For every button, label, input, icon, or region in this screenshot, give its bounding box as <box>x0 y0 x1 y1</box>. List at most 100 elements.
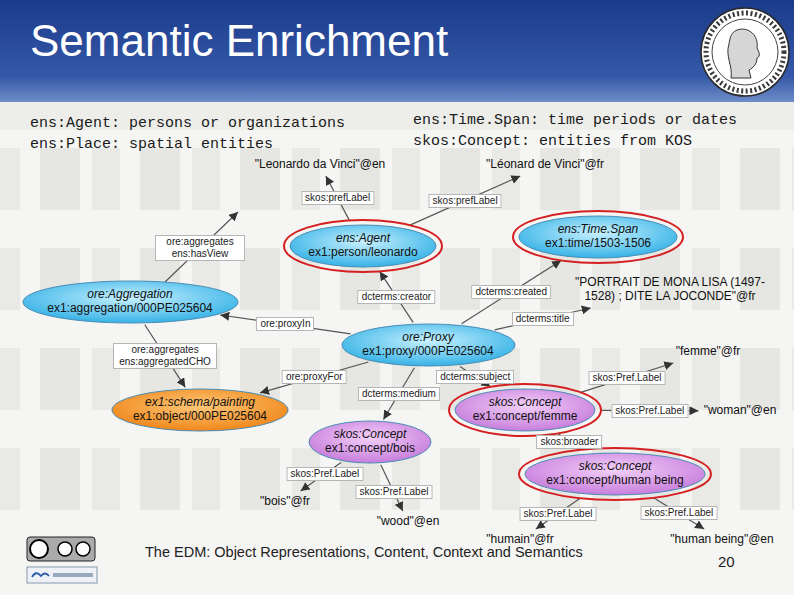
node-text: ex1:concept/bois <box>325 442 415 456</box>
literal-node: "woman"@en <box>702 403 779 419</box>
openoffice-badge <box>27 567 97 583</box>
ellipse-fill <box>519 216 677 258</box>
node-text: "PORTRAIT DE MONA LISA (1497-1528) ; DIT… <box>575 276 765 304</box>
resource-ellipse: skos:Conceptex1:concept/bois <box>308 420 432 464</box>
by-circle <box>58 542 72 556</box>
node-text: "femme"@fr <box>676 345 741 359</box>
node-text-group: "human being"@en <box>668 532 776 548</box>
ellipse-fill <box>23 281 238 323</box>
node-text: "Leonardo da Vinci"@en <box>255 158 386 172</box>
node-text-group: "bois"@fr <box>258 494 313 510</box>
resource-ellipse: skos:Conceptex1:concept/human being <box>524 452 706 496</box>
resource-ellipse: ore:Proxyex1:proxy/000PE025604 <box>341 323 516 367</box>
openoffice-wordmark <box>53 573 93 577</box>
literal-node: "femme"@fr <box>674 344 743 360</box>
cc-badge <box>27 537 95 561</box>
node-text-group: "wood"@en <box>375 514 442 530</box>
resource-ellipse: ore:Aggregationex1:aggregation/000PE0256… <box>22 280 239 324</box>
resource-ellipse: ens:Agentex1:person/leonardo <box>289 224 437 268</box>
highlight-ring <box>513 211 683 263</box>
openoffice-frame <box>27 567 97 583</box>
ellipse-fill <box>290 225 436 267</box>
literal-node: "PORTRAIT DE MONA LISA (1497-1528) ; DIT… <box>573 275 767 305</box>
node-text: ex1:time/1503-1506 <box>545 237 651 251</box>
node-text: ex1:schema/painting <box>145 396 255 410</box>
connector <box>410 176 520 225</box>
node-text-group: "femme"@fr <box>674 344 743 360</box>
node-text-group: "woman"@en <box>702 403 779 419</box>
node-text: ex1:proxy/000PE025604 <box>362 345 493 359</box>
node-text-group: ore:Proxyex1:proxy/000PE025604 <box>341 323 516 367</box>
node-text-group: ore:Aggregationex1:aggregation/000PE0256… <box>22 280 239 324</box>
literal-node: "humain"@fr <box>484 532 556 548</box>
node-text-group: skos:Conceptex1:concept/femme <box>454 388 596 432</box>
literal-node: "Leonardo da Vinci"@en <box>253 157 388 173</box>
arrow-label: ore:aggregates ens:hasView <box>155 235 245 261</box>
seal-inner <box>712 19 778 85</box>
node-text: ex1:concept/femme <box>473 410 578 424</box>
edge-label: dcterms:medium <box>358 387 440 401</box>
seal-rim <box>701 8 789 96</box>
node-text-group: skos:Conceptex1:concept/human being <box>524 452 706 496</box>
node-text: ens:Agent <box>336 232 390 246</box>
cc-circle <box>30 540 48 558</box>
edge-label: ore:proxyFor <box>282 370 347 384</box>
node-text: "wood"@en <box>377 515 440 529</box>
edge-label: skos:Pref.Label <box>611 404 688 418</box>
seal-lettering <box>706 13 784 91</box>
cc-badge-frame <box>27 537 95 561</box>
node-text-group: ens:Agentex1:person/leonardo <box>289 224 437 268</box>
edge-label: skos:Pref.Label <box>286 467 363 481</box>
page-number: 20 <box>718 553 735 570</box>
building-windows <box>0 130 794 535</box>
slide-title: Semantic Enrichment <box>30 16 448 66</box>
node-text: ex1:person/leonardo <box>308 246 417 260</box>
edge-label: ore:aggregates ens:aggregatedCHO <box>113 343 217 369</box>
header-note: ens:Place: spatial entities <box>30 136 273 154</box>
footer-caption: The EDM: Object Representations, Content… <box>145 544 583 560</box>
university-seal <box>701 8 789 96</box>
literal-node: "human being"@en <box>668 532 776 548</box>
node-text: "humain"@fr <box>486 533 553 547</box>
node-text: skos:Concept <box>579 460 652 474</box>
header-note: ens:Agent: persons or organizations <box>30 115 345 133</box>
ellipse-fill <box>309 421 431 463</box>
node-text: ex1:aggregation/000PE025604 <box>47 302 212 316</box>
node-text-group: skos:Conceptex1:concept/bois <box>308 420 432 464</box>
node-text: "bois"@fr <box>260 495 310 509</box>
literal-node: "bois"@fr <box>258 494 313 510</box>
node-text-group: ens:Time.Spanex1:time/1503-1506 <box>518 215 678 259</box>
header-note: skos:Concept: entities from KOS <box>413 133 692 151</box>
node-text: "Léonard de Vinci"@fr <box>486 158 604 172</box>
node-text-group: "PORTRAIT DE MONA LISA (1497-1528) ; DIT… <box>573 275 767 305</box>
edge-label: skos:Pref.Label <box>520 507 597 521</box>
connector-group <box>145 176 704 529</box>
title-bar <box>0 0 794 102</box>
edge-label: skos:Pref.Label <box>589 371 666 385</box>
node-text: "human being"@en <box>670 533 773 547</box>
edge-label: skos:broader <box>536 435 602 449</box>
edge-label: dcterms:creator <box>358 290 435 304</box>
highlight-ring <box>449 384 601 436</box>
node-text: skos:Concept <box>489 396 562 410</box>
node-text-group: "Leonardo da Vinci"@en <box>253 157 388 173</box>
node-text: ore:Aggregation <box>87 288 172 302</box>
connector <box>495 308 591 330</box>
edge-label: skos:prefLabel <box>301 191 374 205</box>
connector <box>260 362 368 393</box>
literal-node: "Léonard de Vinci"@fr <box>484 157 606 173</box>
openoffice-gulls <box>32 573 49 577</box>
resource-ellipse: skos:Conceptex1:concept/femme <box>454 388 596 432</box>
node-text-group: ex1:schema/paintingex1:object/000PE02560… <box>111 388 289 432</box>
highlight-ring <box>519 448 711 500</box>
edge-label: ore:proxyIn <box>256 317 314 331</box>
ellipse-fill <box>112 389 288 431</box>
edge-label: dcterms:created <box>471 285 551 299</box>
node-text-group: "Léonard de Vinci"@fr <box>484 157 606 173</box>
resource-ellipse: ens:Time.Spanex1:time/1503-1506 <box>518 215 678 259</box>
edge-label: skos:Pref.Label <box>640 506 717 520</box>
resource-ellipse: ex1:schema/paintingex1:object/000PE02560… <box>111 388 289 432</box>
edge-label: skos:prefLabel <box>429 194 502 208</box>
